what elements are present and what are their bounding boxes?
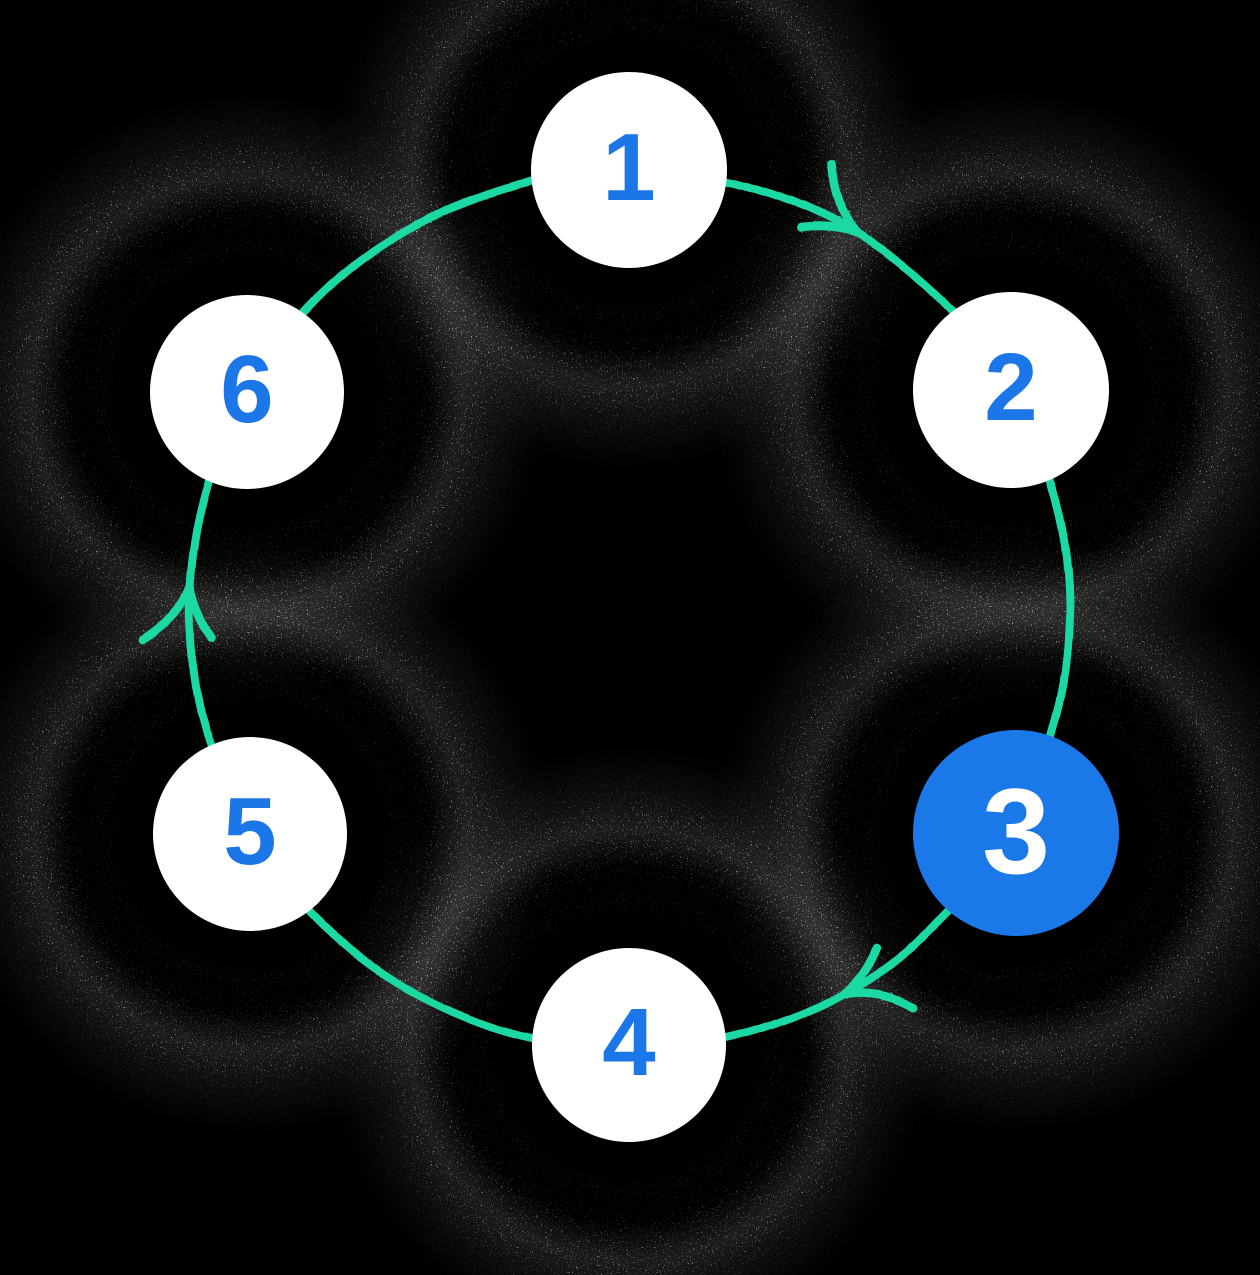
- cycle-node-6-number: 6: [220, 336, 274, 443]
- flow-arrowhead-5-to-6: [138, 582, 217, 645]
- cycle-node-3-number: 3: [982, 763, 1050, 899]
- cycle-node-1-number: 1: [602, 114, 656, 221]
- cycle-node-5-number: 5: [223, 778, 277, 885]
- flow-arrowhead-3-to-4: [839, 944, 919, 1012]
- cycle-node-2-number: 2: [984, 334, 1038, 441]
- cycle-node-3: 3: [913, 730, 1119, 936]
- cycle-node-2: 2: [913, 292, 1109, 488]
- cycle-node-4-number: 4: [602, 989, 656, 1096]
- cycle-node-1: 1: [531, 72, 727, 268]
- cycle-node-4: 4: [532, 948, 726, 1142]
- cycle-node-6: 6: [150, 295, 344, 489]
- cycle-node-5: 5: [153, 737, 347, 931]
- flow-arrowhead-1-to-2: [796, 160, 861, 238]
